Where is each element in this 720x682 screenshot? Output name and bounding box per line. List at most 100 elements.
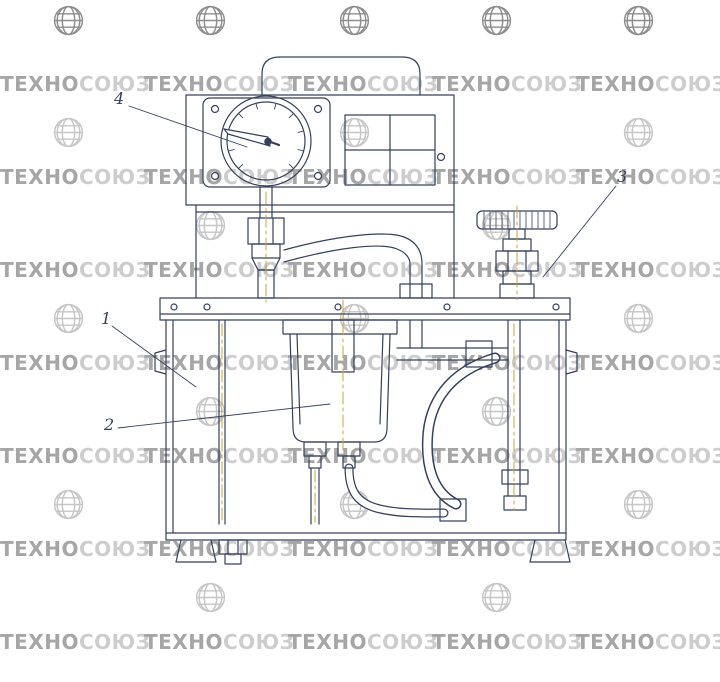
- watermark-part-dark: ТЕХНО: [288, 630, 367, 654]
- callout-3-leader: [542, 185, 617, 278]
- watermark-part-light: СОЮЗ: [510, 444, 583, 468]
- watermark-part-light: СОЮЗ: [366, 72, 439, 96]
- watermark-part-light: СОЮЗ: [366, 537, 439, 561]
- watermark-text: ТЕХНОСОЮЗ: [576, 444, 720, 468]
- pump-filter-unit: [282, 319, 398, 525]
- watermark-part-dark: ТЕХНО: [576, 444, 655, 468]
- callout-leaders: [111, 105, 617, 429]
- watermark-text: ТЕХНОСОЮЗ: [0, 444, 150, 468]
- flange-bolt: [552, 303, 560, 311]
- watermark-text: ТЕХНОСОЮЗ: [576, 72, 720, 96]
- level-tube: [218, 319, 226, 525]
- watermark-text: ТЕХНОСОЮЗ: [288, 537, 438, 561]
- tube-union: [439, 498, 467, 522]
- watermark-part-dark: ТЕХНО: [144, 444, 223, 468]
- gauge-hub: [264, 137, 272, 146]
- flange-bolt: [170, 303, 178, 311]
- watermark-part-dark: ТЕХНО: [0, 444, 79, 468]
- callout-2-leader: [117, 403, 331, 429]
- watermark-text: ТЕХНОСОЮЗ: [0, 537, 150, 561]
- watermark-part-dark: ТЕХНО: [576, 537, 655, 561]
- callout-1-label: 1: [101, 309, 111, 328]
- watermark-part-dark: ТЕХНО: [144, 72, 223, 96]
- callout-4-label: 4: [113, 89, 124, 108]
- gauge-screw: [313, 171, 323, 181]
- watermark-text: ТЕХНОСОЮЗ: [288, 72, 438, 96]
- watermark-part-dark: ТЕХНО: [0, 537, 79, 561]
- callout-4-leader: [128, 105, 248, 148]
- watermark-part-light: СОЮЗ: [78, 72, 151, 96]
- watermark-part-light: СОЮЗ: [510, 72, 583, 96]
- flange-bolt: [203, 303, 211, 311]
- watermark-text: ТЕХНОСОЮЗ: [288, 258, 438, 282]
- gauge-screw: [210, 104, 220, 114]
- watermark-part-light: СОЮЗ: [222, 444, 295, 468]
- tank-handle-left: [154, 349, 167, 375]
- watermark-text: ТЕХНОСОЮЗ: [0, 630, 150, 654]
- watermark-text: ТЕХНОСОЮЗ: [144, 258, 294, 282]
- watermark-text: ТЕХНОСОЮЗ: [432, 630, 582, 654]
- callout-labels: 4 3 1 2: [101, 89, 627, 434]
- watermark-part-light: СОЮЗ: [78, 630, 151, 654]
- watermark-text: ТЕХНОСОЮЗ: [288, 351, 438, 375]
- watermark-text: ТЕХНОСОЮЗ: [144, 72, 294, 96]
- watermark-part-light: СОЮЗ: [78, 258, 151, 282]
- watermark-part-dark: ТЕХНО: [288, 72, 367, 96]
- watermark-part-light: СОЮЗ: [510, 537, 583, 561]
- terminal-box: [344, 114, 446, 186]
- gauge-needle: [223, 128, 271, 147]
- watermark-part-dark: ТЕХНО: [576, 630, 655, 654]
- watermark-text: ТЕХНОСОЮЗ: [144, 537, 294, 561]
- drain-plug: [218, 539, 248, 555]
- callout-2-label: 2: [103, 415, 114, 434]
- callout-1-leader: [111, 325, 197, 388]
- watermark-part-dark: ТЕХНО: [144, 165, 223, 189]
- watermark-text: ТЕХНОСОЮЗ: [432, 444, 582, 468]
- watermark-text: ТЕХНОСОЮЗ: [576, 165, 720, 189]
- pipe-union: [465, 340, 493, 368]
- watermark-text: ТЕХНОСОЮЗ: [0, 165, 150, 189]
- tank-handle-right: [565, 349, 578, 375]
- watermark-part-light: СОЮЗ: [654, 72, 720, 96]
- watermark-part-dark: ТЕХНО: [432, 537, 511, 561]
- return-tube: [439, 319, 529, 522]
- watermark-text: ТЕХНОСОЮЗ: [576, 351, 720, 375]
- watermark-part-light: СОЮЗ: [510, 165, 583, 189]
- watermark-text: ТЕХНОСОЮЗ: [432, 258, 582, 282]
- tank-foot-left: [175, 539, 217, 563]
- watermark-part-dark: ТЕХНО: [432, 165, 511, 189]
- watermark-part-light: СОЮЗ: [654, 537, 720, 561]
- watermark-text: ТЕХНОСОЮЗ: [432, 72, 582, 96]
- watermark-part-light: СОЮЗ: [78, 537, 151, 561]
- watermark-part-dark: ТЕХНО: [0, 165, 79, 189]
- watermark-part-dark: ТЕХНО: [576, 351, 655, 375]
- watermark-text: ТЕХНОСОЮЗ: [432, 537, 582, 561]
- watermark-part-light: СОЮЗ: [654, 165, 720, 189]
- flange-bolt: [334, 303, 342, 311]
- watermark-part-dark: ТЕХНО: [576, 258, 655, 282]
- watermark-part-dark: ТЕХНО: [288, 351, 367, 375]
- pressure-gauge: [202, 95, 331, 188]
- watermark-part-dark: ТЕХНО: [576, 72, 655, 96]
- watermark-part-dark: ТЕХНО: [288, 537, 367, 561]
- callout-3-label: 3: [617, 167, 627, 186]
- watermark-part-light: СОЮЗ: [510, 630, 583, 654]
- watermark-part-light: СОЮЗ: [654, 351, 720, 375]
- watermark-part-dark: ТЕХНО: [0, 630, 79, 654]
- watermark-text: ТЕХНОСОЮЗ: [576, 258, 720, 282]
- tank: [154, 297, 578, 565]
- watermark-text: ТЕХНОСОЮЗ: [432, 165, 582, 189]
- watermark-part-light: СОЮЗ: [222, 351, 295, 375]
- watermark-text: ТЕХНОСОЮЗ: [576, 537, 720, 561]
- control-panel: [185, 94, 455, 299]
- watermark-part-light: СОЮЗ: [78, 444, 151, 468]
- watermark-part-light: СОЮЗ: [654, 444, 720, 468]
- centerlines: [221, 191, 518, 523]
- valve-knurl: [483, 211, 551, 229]
- suction-tube: [421, 352, 501, 510]
- outlet-tube: [344, 463, 449, 518]
- watermark-part-dark: ТЕХНО: [288, 258, 367, 282]
- watermark-text: ТЕХНОСОЮЗ: [0, 72, 150, 96]
- watermark-part-dark: ТЕХНО: [144, 630, 223, 654]
- watermark-part-dark: ТЕХНО: [0, 351, 79, 375]
